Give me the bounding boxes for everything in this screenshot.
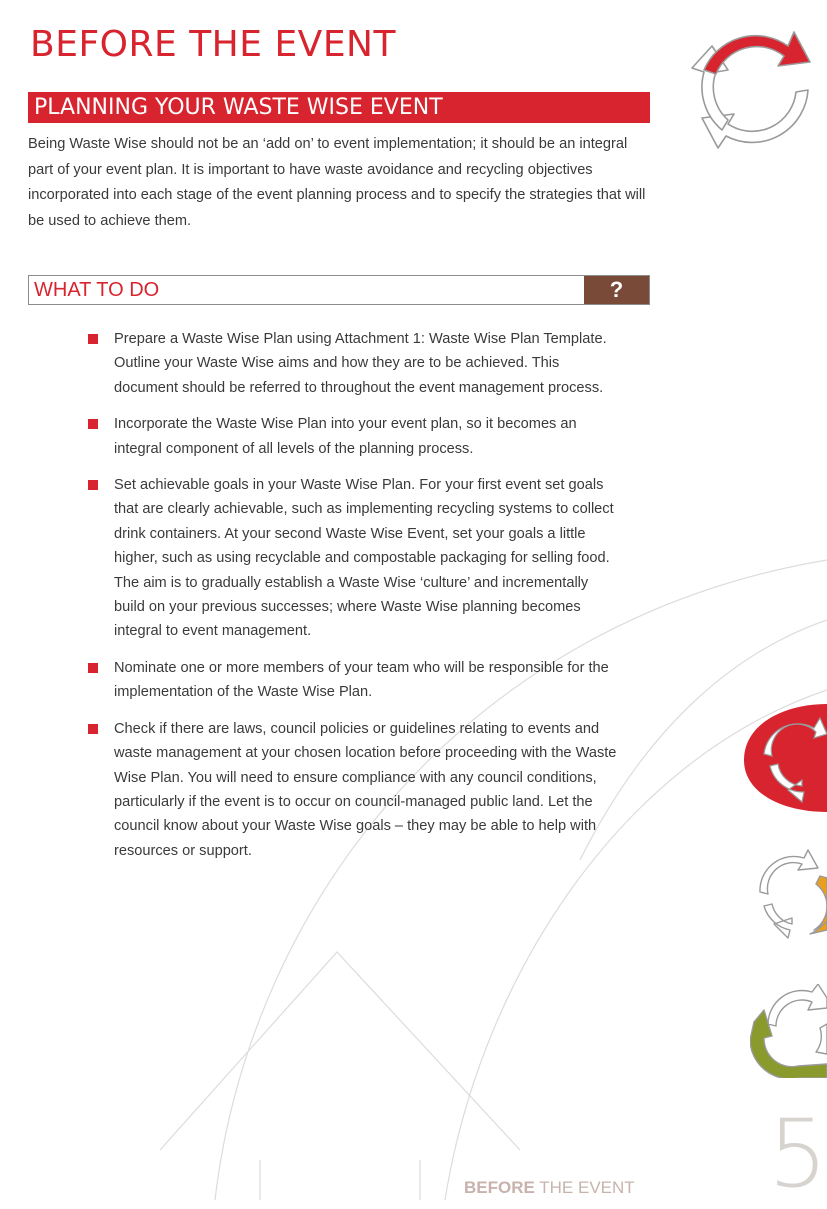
what-to-do-list: Prepare a Waste Wise Plan using Attachme… bbox=[88, 327, 618, 875]
list-item-text: Nominate one or more members of your tea… bbox=[114, 659, 609, 701]
list-item: Nominate one or more members of your tea… bbox=[88, 656, 618, 705]
footer-label-bold: BEFORE bbox=[464, 1178, 535, 1197]
page-title: BEFORE THE EVENT bbox=[30, 24, 396, 65]
list-item-text: Prepare a Waste Wise Plan using Attachme… bbox=[114, 331, 607, 396]
list-item-text: Set achievable goals in your Waste Wise … bbox=[114, 477, 614, 640]
red-square-bullet-icon bbox=[88, 419, 98, 430]
red-square-bullet-icon bbox=[88, 480, 98, 491]
red-square-bullet-icon bbox=[88, 723, 98, 734]
recycle-arrows-orange-icon bbox=[759, 849, 827, 939]
red-square-bullet-icon bbox=[88, 334, 98, 344]
footer-label-rest: THE EVENT bbox=[534, 1178, 635, 1197]
recycle-arrows-red-icon bbox=[691, 31, 811, 149]
recycle-arrows-olive-icon bbox=[750, 984, 827, 1078]
intro-paragraph: Being Waste Wise should not be an ‘add o… bbox=[28, 136, 646, 230]
section-title-banner: PLANNING YOUR WASTE WISE EVENT bbox=[28, 92, 650, 123]
what-to-do-label: WHAT TO DO bbox=[34, 279, 160, 301]
recycle-arrows-red-icon bbox=[744, 704, 827, 812]
list-item: Set achievable goals in your Waste Wise … bbox=[88, 473, 618, 644]
list-item: Check if there are laws, council policie… bbox=[88, 717, 618, 863]
list-item-text: Incorporate the Waste Wise Plan into you… bbox=[114, 416, 577, 457]
help-question-icon: ? bbox=[584, 276, 649, 304]
list-item: Incorporate the Waste Wise Plan into you… bbox=[88, 412, 618, 461]
list-item: Prepare a Waste Wise Plan using Attachme… bbox=[88, 327, 618, 400]
list-item-text: Check if there are laws, council policie… bbox=[114, 720, 617, 859]
what-to-do-bar: WHAT TO DO ? bbox=[28, 275, 650, 305]
page-number: 5 bbox=[768, 1100, 827, 1209]
red-square-bullet-icon bbox=[88, 662, 98, 673]
footer-section-label: BEFORE THE EVENT bbox=[464, 1178, 635, 1198]
